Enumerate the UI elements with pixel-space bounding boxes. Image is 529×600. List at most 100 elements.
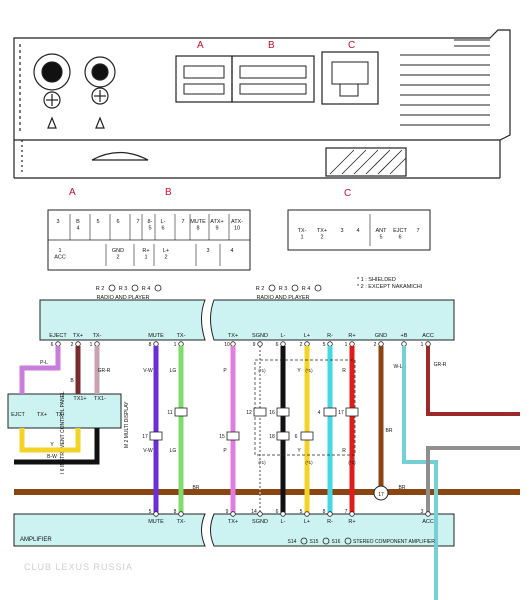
- wire-mute-color: V-W: [143, 448, 153, 454]
- connector-group-title: RADIO AND PLAYER: [96, 295, 149, 301]
- connector-b-bottom-pin-line: L+: [163, 248, 169, 254]
- top-pin-label: MUTE: [148, 333, 164, 339]
- connector-b-bottom-pin-line: 1: [144, 255, 147, 261]
- connector-b-top-pin-line: 6: [116, 219, 119, 225]
- junction-block: [300, 431, 314, 441]
- amp-ref-circle: [300, 537, 308, 545]
- top-pin-number: 6: [276, 342, 279, 348]
- wire-tx-minus-color: LG: [170, 368, 177, 374]
- amp-pin-number: 8: [174, 509, 177, 515]
- plug-a: [175, 55, 233, 103]
- amp-pin-number: 7: [345, 509, 348, 515]
- junction-number: 12: [246, 410, 252, 416]
- junction-block: [226, 431, 240, 441]
- connector-b-top-pin-line: ATX+: [210, 219, 224, 225]
- connector-ref-text: R 4: [302, 286, 311, 292]
- splice-note: (*1): [305, 368, 313, 373]
- junction-block: [253, 407, 267, 417]
- connector-b-top-pin-line: 8-: [148, 219, 153, 225]
- plug-c: [321, 51, 379, 105]
- top-pin-label: EJECT: [49, 333, 67, 339]
- instrument-panel-box: [7, 393, 122, 429]
- junction-number: 16: [269, 410, 275, 416]
- connector-b-top-pin-line: 5: [148, 226, 151, 232]
- junction-number: 17: [142, 434, 148, 440]
- top-pin-number: 2: [374, 342, 377, 348]
- top-pin-node: [153, 341, 159, 347]
- connector-b-bottom-pin-line: 4: [230, 248, 233, 254]
- connector-b-top-pin-line: ATX-: [231, 219, 243, 225]
- amp-pin-label: L-: [281, 519, 286, 525]
- ground-junction-number: 17: [378, 492, 384, 498]
- panel-pin-label: TX1+: [73, 396, 86, 402]
- connector-c-bottom-pin-line: 5: [379, 235, 382, 241]
- amp-pin-node: [425, 511, 431, 517]
- amp-ref-text: S14: [288, 539, 297, 545]
- top-pin-label: R+: [348, 333, 355, 339]
- connector-b-top-pin-line: 7: [181, 219, 184, 225]
- amplifier-band-left: [13, 513, 206, 547]
- top-pin-node: [75, 341, 81, 347]
- amp-pin-number: 6: [276, 509, 279, 515]
- note-shielded: * 1 : SHIELDED: [357, 277, 396, 283]
- top-pin-label: TX-: [177, 333, 186, 339]
- top-pin-number: 1: [345, 342, 348, 348]
- amp-pin-label: MUTE: [148, 519, 164, 525]
- amp-pin-number: 9: [226, 509, 229, 515]
- top-pin-label: +B: [401, 333, 408, 339]
- connector-ref-text: R 2: [96, 286, 105, 292]
- amp-pin-label: L+: [304, 519, 310, 525]
- junction-number: 15: [219, 434, 225, 440]
- ground-junction: [373, 485, 389, 501]
- top-pin-node: [178, 341, 184, 347]
- top-pin-label: L-: [281, 333, 286, 339]
- wire-plus-b: [426, 346, 520, 416]
- connector-group-title: RADIO AND PLAYER: [256, 295, 309, 301]
- face-a-label: A: [69, 187, 76, 198]
- connector-c-top-pin-line: TX-: [298, 228, 307, 234]
- top-pin-node: [94, 341, 100, 347]
- junction-block: [323, 407, 337, 417]
- wire-eject: [19, 346, 61, 394]
- face-c-label: C: [344, 188, 351, 199]
- top-pin-number: 5: [323, 342, 326, 348]
- connector-c-bottom-pin-line: EJCT: [393, 228, 407, 234]
- junction-number: 17: [338, 410, 344, 416]
- panel-pin-label: TX-: [56, 412, 65, 418]
- top-pin-node: [425, 341, 431, 347]
- connector-ref-text: R 2: [256, 286, 265, 292]
- connector-b-bottom-pin-line: GND: [112, 248, 124, 254]
- top-pin-label: ACC: [422, 333, 434, 339]
- top-pin-node: [280, 341, 286, 347]
- top-pin-node: [378, 341, 384, 347]
- panel-name: I 6 INSTRUMENT CONTROL PANEL: [60, 391, 66, 474]
- connector-c-top-pin-line: 3: [340, 228, 343, 234]
- wire-color-br: BR: [399, 485, 406, 491]
- wire-color-y: Y: [50, 442, 54, 448]
- junction-number: 4: [318, 410, 321, 416]
- wire-tx-plus-color: P: [223, 448, 227, 454]
- connector-ref-circle: [291, 284, 299, 292]
- amp-ref-text: S15: [310, 539, 319, 545]
- amp-pin-node: [280, 511, 286, 517]
- top-pin-number: 2: [71, 342, 74, 348]
- splice-note: (*1): [258, 460, 266, 465]
- connector-c-top-pin-line: TX+: [317, 228, 327, 234]
- amplifier-label: AMPLIFIER: [20, 537, 52, 543]
- radio-player-band-left: [39, 299, 206, 341]
- connector-c-bottom-pin-line: 7: [416, 228, 419, 234]
- connector-b-top-pin-line: 9: [215, 226, 218, 232]
- top-pin-node: [349, 341, 355, 347]
- wire-acc: [426, 446, 520, 514]
- radio-player-band-right: [210, 299, 455, 341]
- top-pin-node: [327, 341, 333, 347]
- panel-pin-label: EJCT: [11, 412, 25, 418]
- wire-r-plus-color: R: [342, 368, 346, 374]
- amp-pin-node: [304, 511, 310, 517]
- plug-b-label: B: [268, 40, 275, 51]
- junction-block: [174, 407, 188, 417]
- junction-block: [276, 431, 290, 441]
